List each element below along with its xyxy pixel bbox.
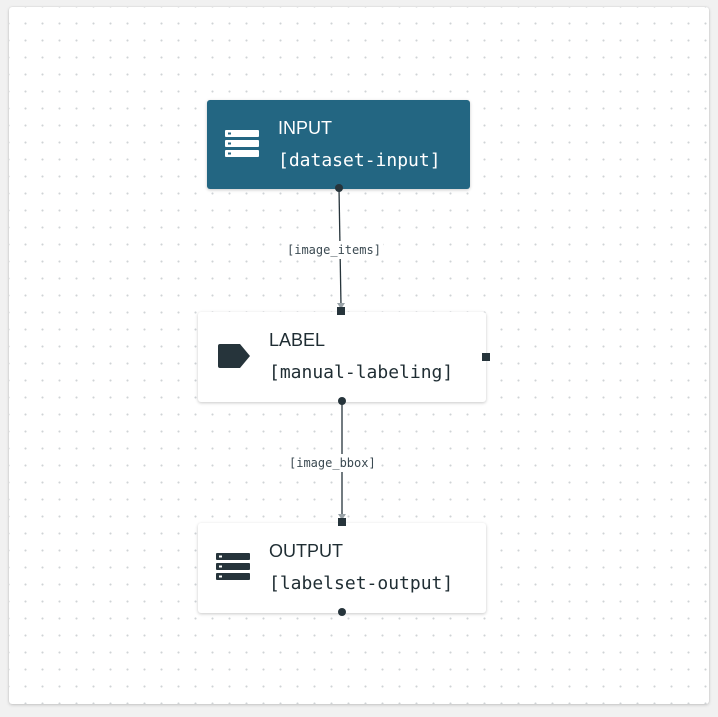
label-input-port[interactable] bbox=[337, 307, 345, 315]
node-label[interactable]: LABEL [manual-labeling] bbox=[198, 312, 486, 402]
node-kind-label: OUTPUT bbox=[269, 541, 343, 561]
node-output[interactable]: OUTPUT [labelset-output] bbox=[198, 523, 486, 613]
node-identifier: [dataset-input] bbox=[278, 150, 441, 171]
label-side-port[interactable] bbox=[482, 353, 490, 361]
output-input-port[interactable] bbox=[338, 518, 346, 526]
output-output-port[interactable] bbox=[338, 608, 346, 616]
input-output-port[interactable] bbox=[335, 184, 343, 192]
node-input[interactable]: INPUT [dataset-input] bbox=[207, 100, 470, 189]
node-identifier: [labelset-output] bbox=[269, 573, 454, 594]
database-icon bbox=[225, 130, 259, 157]
node-identifier: [manual-labeling] bbox=[269, 362, 454, 383]
database-icon bbox=[216, 553, 250, 580]
node-kind-label: LABEL bbox=[269, 330, 326, 350]
node-kind-label: INPUT bbox=[278, 118, 332, 138]
edge-label-image-bbox: [image_bbox] bbox=[287, 454, 378, 472]
label-tag-icon bbox=[218, 344, 250, 368]
edge-label-image-items: [image_items] bbox=[285, 241, 383, 259]
label-output-port[interactable] bbox=[338, 397, 346, 405]
